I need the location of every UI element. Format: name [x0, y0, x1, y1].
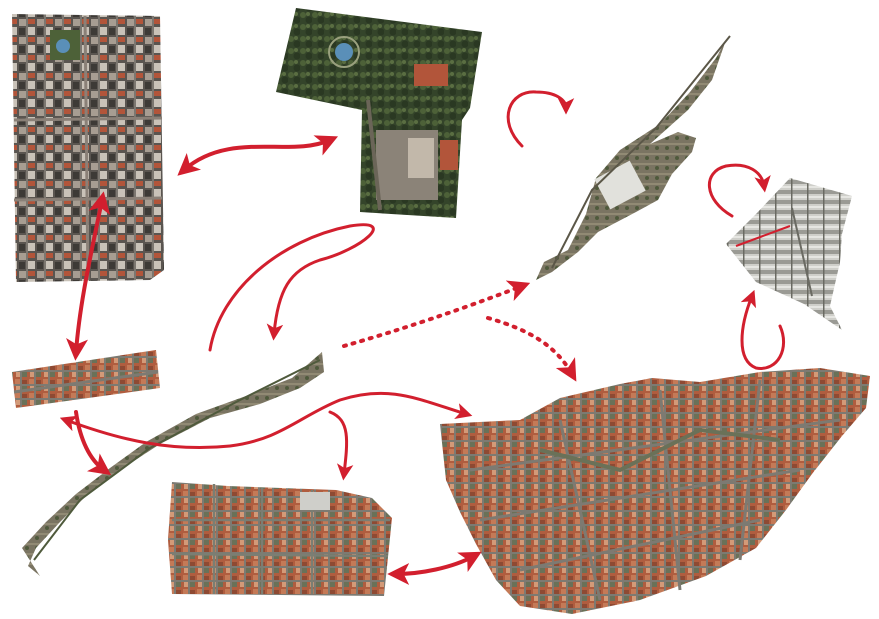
arrow-curl-right-top — [708, 163, 771, 218]
arrow-curl-right-bottom — [740, 289, 786, 370]
arrow-downtown-strip — [66, 191, 111, 361]
downtown-grid-tile — [12, 14, 164, 282]
arrow-curl-top — [506, 90, 575, 148]
railway-corridor-tile — [536, 35, 731, 280]
arrow-loop-to-residential — [328, 410, 354, 481]
arrow-strip-down — [74, 410, 112, 476]
arrow-downtown-plaza — [177, 135, 339, 176]
narrow-strip-tile — [12, 350, 160, 408]
arrow-dotted-to-neighborhood — [486, 316, 577, 382]
connector-arrows — [59, 90, 786, 585]
arrow-left-loop — [59, 391, 473, 449]
plaza-fountain-tile — [276, 8, 482, 218]
arrow-dotted-to-rail — [342, 280, 531, 348]
dense-neighborhood-tile — [440, 368, 870, 614]
riverside-corridor-tile — [22, 352, 324, 576]
residential-grid-tile — [168, 482, 392, 596]
industrial-block-tile — [726, 178, 852, 330]
arrow-curl-center — [208, 223, 375, 352]
arrow-residential-neighborhood — [387, 551, 482, 585]
